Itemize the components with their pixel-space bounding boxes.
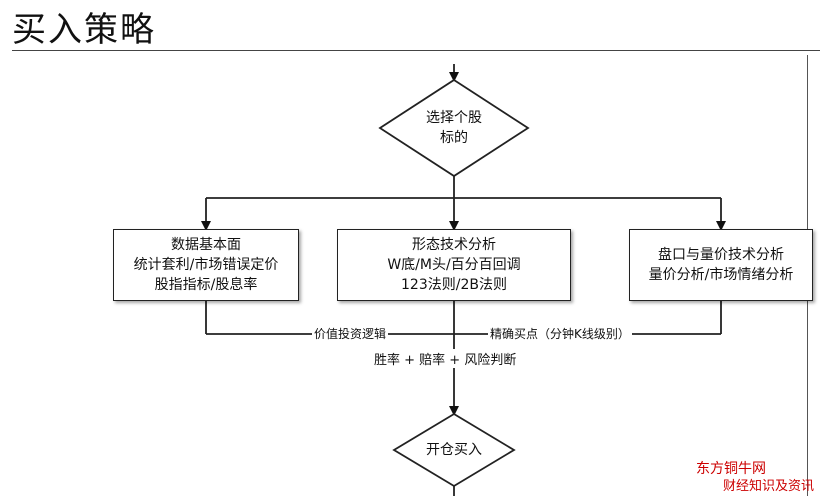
technical-line-2: W底/M头/百分百回调 <box>387 257 521 273</box>
technical-analysis-box: 形态技术分析 W底/M头/百分百回调 123法则/2B法则 <box>337 229 571 301</box>
final-diamond-text: 开仓买入 <box>426 442 482 458</box>
volume-price-analysis-box: 盘口与量价技术分析 量价分析/市场情绪分析 <box>629 229 813 301</box>
decision-diamond-text: 选择个股 标的 <box>426 110 482 146</box>
fundamental-line-3: 股指指标/股息率 <box>154 277 258 293</box>
volume-title: 盘口与量价技术分析 <box>658 247 784 263</box>
value-logic-label: 价值投资逻辑 <box>312 325 389 342</box>
watermark-line-2: 财经知识及资讯 <box>722 479 814 494</box>
technical-line-3: 123法则/2B法则 <box>401 277 507 293</box>
technical-title: 形态技术分析 <box>412 237 496 253</box>
title-divider <box>12 50 820 51</box>
risk-judgment-label: 胜率 + 赔率 + 风险判断 <box>372 349 519 368</box>
fundamental-analysis-box: 数据基本面 统计套利/市场错误定价 股指指标/股息率 <box>113 229 299 301</box>
watermark-line-1: 东方铜牛网 <box>696 461 766 477</box>
fundamental-title: 数据基本面 <box>171 237 241 253</box>
page-title: 买入策略 <box>12 10 156 50</box>
precise-entry-label: 精确买点（分钟K线级别） <box>488 325 632 342</box>
volume-line-2: 量价分析/市场情绪分析 <box>648 267 794 283</box>
fundamental-line-2: 统计套利/市场错误定价 <box>133 257 279 273</box>
